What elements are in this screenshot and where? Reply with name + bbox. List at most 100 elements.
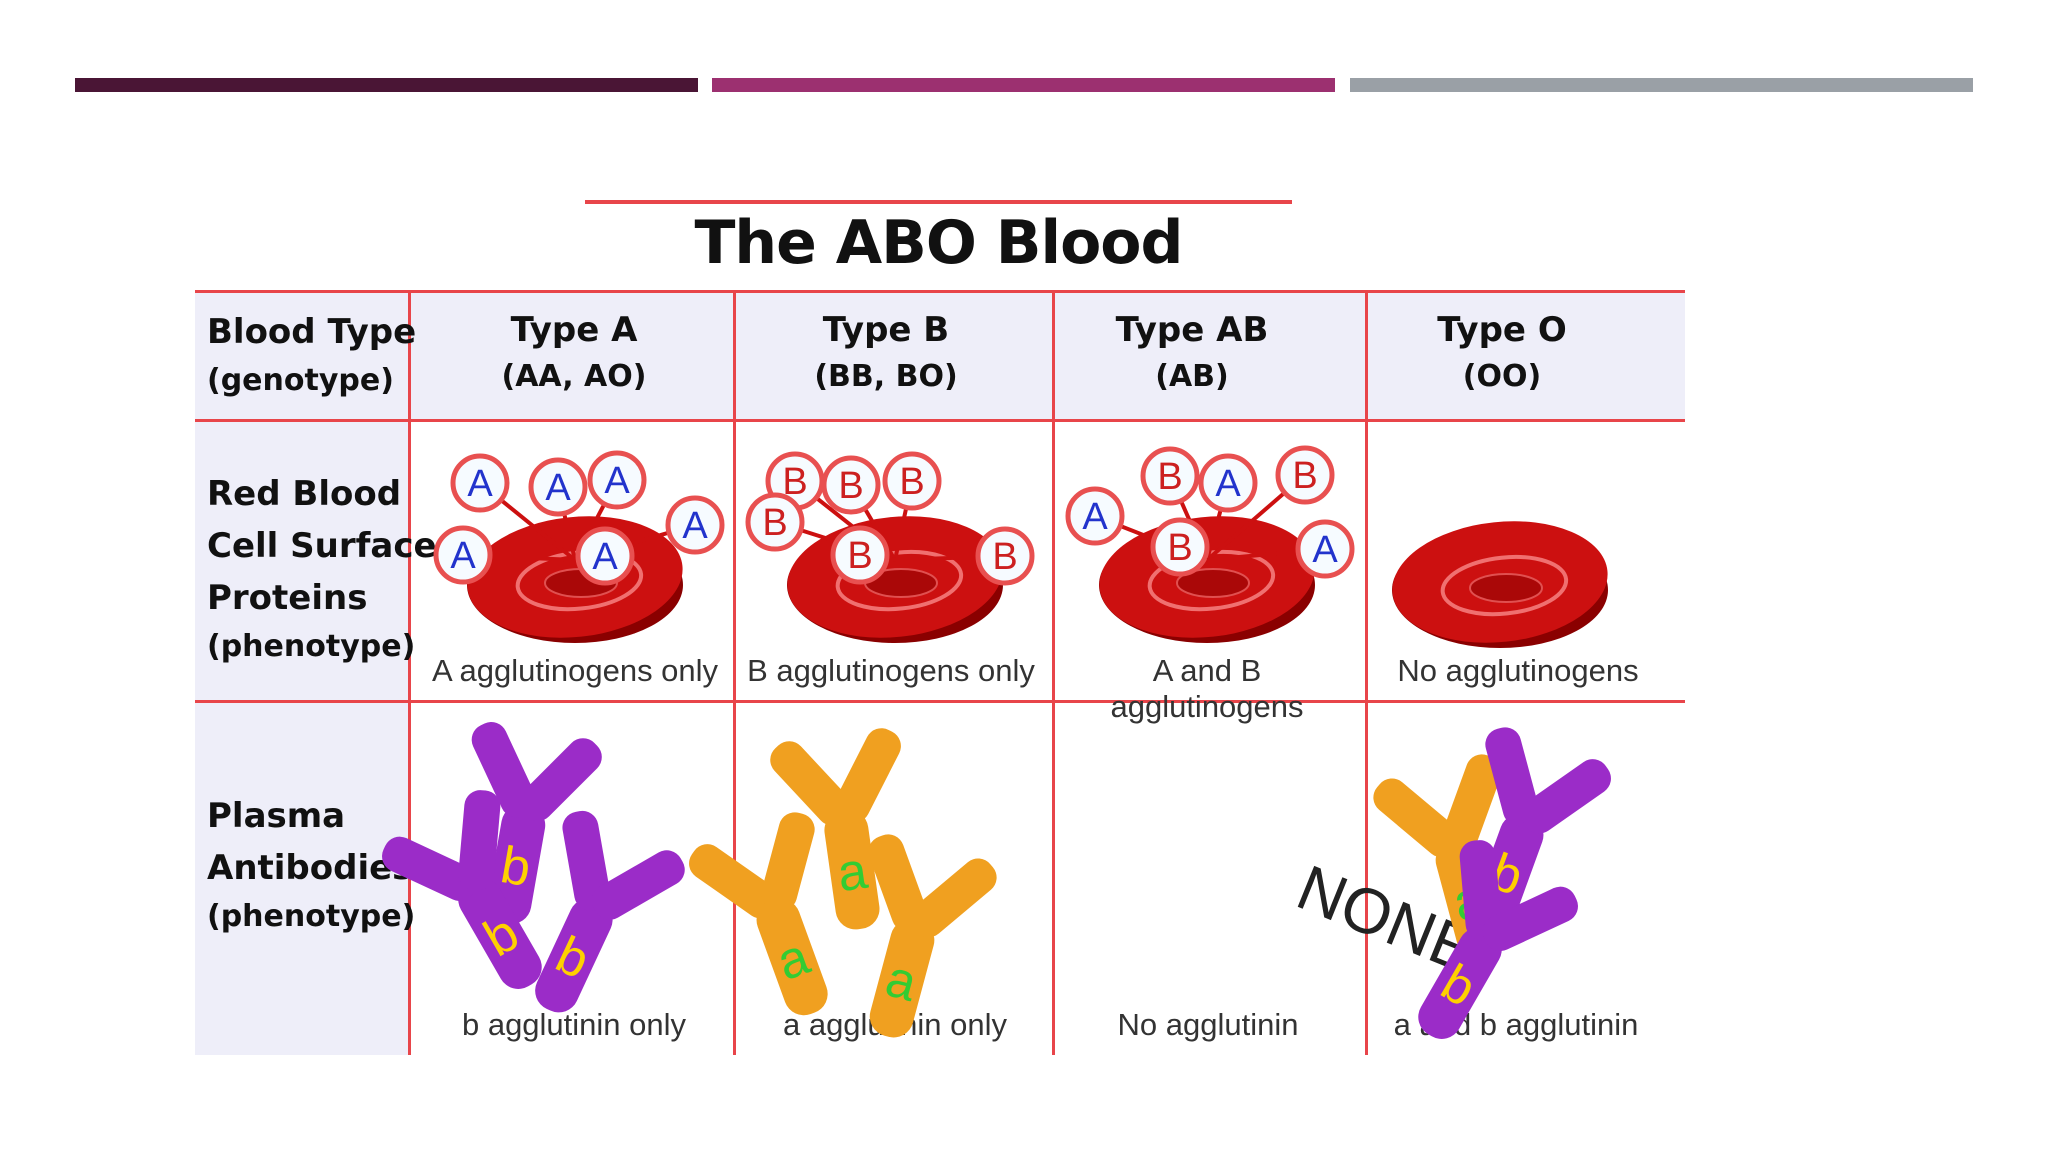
antibody-arm-right bbox=[834, 728, 901, 823]
antibody-stem bbox=[1418, 927, 1502, 1039]
accent-bar-dark bbox=[75, 78, 698, 92]
antibody-b: b bbox=[382, 790, 542, 989]
caption-b-agglutinin: b agglutinin only bbox=[461, 1007, 687, 1042]
caption-no-agglutinin: No agglutinin bbox=[1117, 1007, 1299, 1042]
antigen-b-letter: B bbox=[1292, 455, 1317, 497]
type-name: Type AB bbox=[1115, 310, 1269, 350]
caption-no-agglutinogens: No agglutinogens bbox=[1397, 653, 1639, 688]
grid-line-col3 bbox=[1052, 290, 1055, 1055]
antigen-a-letter: A bbox=[467, 463, 493, 505]
antigen-b-letter: B bbox=[1157, 456, 1182, 498]
row-label-line: (genotype) bbox=[207, 363, 394, 398]
red-blood-cell-ring bbox=[1440, 554, 1569, 617]
antigen-b-bubble bbox=[882, 451, 942, 511]
antibody-b: b bbox=[1418, 840, 1578, 1039]
antigen-a-bubble bbox=[528, 457, 588, 517]
row-label-line: (phenotype) bbox=[207, 899, 416, 934]
antibody-arm-left bbox=[689, 844, 780, 919]
antigen-b-letter: B bbox=[992, 536, 1017, 578]
title-rule bbox=[585, 200, 1292, 204]
antibody-stem bbox=[756, 898, 828, 1016]
caption-ab-agglutinogens: A and B agglutinogens bbox=[1110, 653, 1304, 724]
antibody-stem bbox=[824, 809, 880, 930]
antigen-b-letter: B bbox=[1167, 527, 1192, 569]
antibody-arm-left bbox=[1373, 778, 1461, 858]
antibody-arm-left bbox=[770, 741, 852, 826]
antigen-b-bubble bbox=[975, 526, 1035, 586]
row-label-background bbox=[195, 421, 410, 1055]
antibody-arm-right bbox=[1482, 886, 1578, 952]
antibody-arm-left bbox=[471, 722, 537, 818]
antigen-a-letter: A bbox=[682, 505, 708, 547]
antigen-a-letter: A bbox=[1312, 529, 1338, 571]
antibody-arm-right bbox=[1520, 759, 1611, 834]
grid-line-header bbox=[195, 419, 1685, 422]
antibody-arm-right bbox=[518, 738, 602, 822]
antibody-arm-left bbox=[868, 834, 928, 932]
antibody-a: a bbox=[770, 728, 901, 930]
antigen-a-letter: A bbox=[545, 467, 571, 509]
column-header-type-b: Type B (BB, BO) bbox=[761, 306, 1011, 400]
red-blood-cell-type-o bbox=[1392, 521, 1608, 648]
antigen-a-letter: A bbox=[450, 535, 476, 577]
genotype: (OO) bbox=[1462, 359, 1542, 394]
row-label-line: Plasma bbox=[207, 796, 346, 836]
antigen-a-bubble bbox=[575, 526, 635, 586]
antibody-arm-left bbox=[1485, 727, 1539, 827]
row-label-plasma-antibodies: Plasma Antibodies (phenotype) bbox=[207, 790, 415, 940]
antigen-b-letter: B bbox=[847, 535, 872, 577]
antibody-arm-right bbox=[909, 858, 997, 938]
antigen-a-bubble bbox=[450, 453, 510, 513]
antigen-b-letter: B bbox=[838, 465, 863, 507]
antibody-b: b bbox=[471, 722, 602, 924]
antibody-arm-right bbox=[1442, 754, 1502, 852]
antibody-arm-right bbox=[761, 812, 815, 912]
antigen-a-bubble bbox=[1295, 519, 1355, 579]
antigen-b-bubble bbox=[821, 455, 881, 515]
row-label-line: Proteins bbox=[207, 578, 368, 618]
red-blood-cell-type-b bbox=[787, 516, 1003, 643]
antigen-b-bubble bbox=[1275, 445, 1335, 505]
antigen-b-bubble bbox=[1150, 517, 1210, 577]
antibody-stem bbox=[458, 877, 542, 989]
column-header-type-a: Type A (AA, AO) bbox=[449, 306, 699, 400]
header-row-background bbox=[195, 293, 1685, 419]
grid-line-top bbox=[195, 290, 1685, 293]
antibody-arm-left bbox=[1459, 840, 1502, 941]
row-label-line: (phenotype) bbox=[207, 629, 416, 664]
antigen-b-bubble bbox=[1140, 446, 1200, 506]
accent-bar-grey bbox=[1350, 78, 1973, 92]
antibody-arm-left bbox=[562, 810, 611, 911]
antigen-b-bubble bbox=[830, 525, 890, 585]
antigen-a-bubble bbox=[665, 495, 725, 555]
antigen-a-bubble bbox=[433, 525, 493, 585]
antibody-stem bbox=[535, 898, 613, 1013]
grid-line-col1 bbox=[408, 290, 411, 1055]
grid-line-middle bbox=[195, 700, 1685, 703]
antigen-a-letter: A bbox=[1215, 463, 1241, 505]
column-header-type-o: Type O (OO) bbox=[1377, 306, 1627, 400]
accent-bar-magenta bbox=[712, 78, 1335, 92]
antigen-a-letter: A bbox=[592, 536, 618, 578]
antigen-b-bubble bbox=[745, 492, 805, 552]
genotype: (BB, BO) bbox=[814, 359, 958, 394]
caption-b-agglutinogens: B agglutinogens only bbox=[747, 653, 1035, 688]
abo-table: Blood Type (genotype) Red Blood Cell Sur… bbox=[195, 290, 1685, 1055]
red-blood-cell-type-a bbox=[467, 516, 683, 643]
row-label-surface-proteins: Red Blood Cell Surface Proteins (phenoty… bbox=[207, 468, 437, 670]
antibody-stem bbox=[869, 919, 935, 1038]
antigen-b-letter: B bbox=[899, 461, 924, 503]
antigen-a-bubble bbox=[1198, 453, 1258, 513]
row-label-blood-type: Blood Type (genotype) bbox=[207, 306, 416, 404]
red-blood-cell-center bbox=[1176, 568, 1250, 598]
antigen-a-letter: A bbox=[1082, 496, 1108, 538]
antibody-a: a bbox=[689, 812, 828, 1016]
red-blood-cell-center bbox=[1469, 573, 1543, 603]
antibody-arm-left bbox=[382, 836, 478, 902]
type-name: Type O bbox=[1437, 310, 1567, 350]
antigen-a-bubble bbox=[1065, 486, 1125, 546]
genotype: (AA, AO) bbox=[501, 359, 647, 394]
antigen-a-bubble bbox=[587, 450, 647, 510]
caption-a-agglutinogens: A agglutinogens only bbox=[431, 653, 719, 688]
antibody-arm-right bbox=[591, 850, 685, 920]
